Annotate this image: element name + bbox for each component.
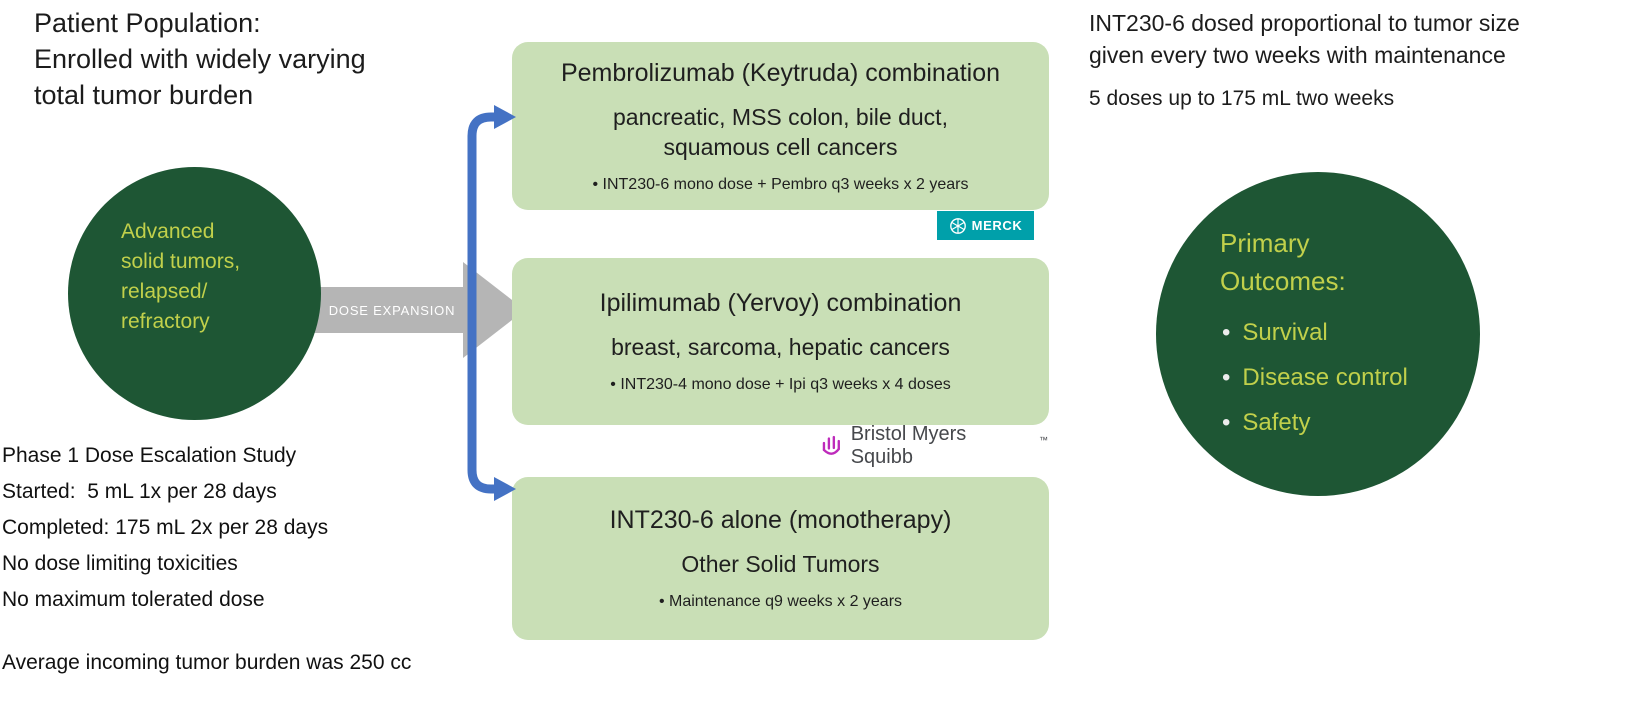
merck-globe-icon	[949, 217, 966, 234]
dose-expansion-label: DOSE EXPANSION	[328, 302, 456, 318]
outcome-item: Safety	[1222, 400, 1408, 445]
merck-wordmark: MERCK	[971, 218, 1023, 233]
patient-circle-label: Advanced solid tumors, relapsed/ refract…	[121, 220, 241, 333]
outcome-item: Disease control	[1222, 355, 1407, 400]
note-line: Started: 5 mL 1x per 28 days	[2, 480, 277, 503]
arm-title: Ipilimumab (Yervoy) combination	[599, 289, 962, 317]
outcomes-list: Survival Disease control Safety	[1222, 310, 1408, 445]
primary-outcomes-circle: Primary Outcomes: Survival Disease contr…	[1156, 172, 1480, 496]
patient-population-circle: Advanced solid tumors, relapsed/ refract…	[68, 167, 321, 420]
branch-arrows-icon	[467, 105, 516, 501]
dosing-note-main: INT230-6 dosed proportional to tumor siz…	[1089, 10, 1520, 68]
arm-ipilimumab-combination: Ipilimumab (Yervoy) combination breast, …	[512, 258, 1049, 425]
note-line: No dose limiting toxicities	[2, 552, 238, 575]
arm-pembrolizumab-combination: Pembrolizumab (Keytruda) combination pan…	[512, 42, 1049, 210]
dosing-note: INT230-6 dosed proportional to tumor siz…	[1089, 7, 1520, 111]
arm-subtitle: pancreatic, MSS colon, bile duct, squamo…	[613, 103, 948, 160]
outcome-item: Survival	[1222, 310, 1408, 355]
merck-logo: MERCK	[937, 211, 1034, 240]
arm-monotherapy: INT230-6 alone (monotherapy) Other Solid…	[512, 477, 1049, 640]
arm-subtitle: breast, sarcoma, hepatic cancers	[611, 334, 950, 360]
note-line: Phase 1 Dose Escalation Study	[2, 444, 297, 467]
bristol-myers-squibb-logo: Bristol Myers Squibb ™	[820, 423, 1048, 468]
arm-bullet: INT230-4 mono dose + Ipi q3 weeks x 4 do…	[610, 376, 950, 394]
page-title: Patient Population: Enrolled with widely…	[34, 8, 366, 110]
tumor-burden-note: Average incoming tumor burden was 250 cc	[2, 651, 412, 674]
note-line: No maximum tolerated dose	[2, 588, 265, 611]
bms-wordmark: Bristol Myers Squibb	[850, 423, 967, 468]
note-line: Completed: 175 mL 2x per 28 days	[2, 516, 329, 539]
bms-hand-icon	[822, 435, 840, 455]
study-notes: Phase 1 Dose Escalation Study Started: 5…	[2, 438, 328, 618]
bms-trademark-symbol: ™	[1039, 435, 1048, 445]
arm-bullet: INT230-6 mono dose + Pembro q3 weeks x 2…	[592, 176, 969, 194]
outcomes-heading: Primary Outcomes:	[1220, 228, 1346, 296]
arm-subtitle: Other Solid Tumors	[681, 551, 880, 577]
arm-title: INT230-6 alone (monotherapy)	[609, 506, 952, 534]
dosing-note-secondary: 5 doses up to 175 mL two weeks	[1089, 87, 1395, 110]
dose-expansion-arrow: DOSE EXPANSION	[295, 287, 463, 333]
arm-bullet: Maintenance q9 weeks x 2 years	[659, 593, 902, 611]
arm-title: Pembrolizumab (Keytruda) combination	[560, 58, 1001, 87]
